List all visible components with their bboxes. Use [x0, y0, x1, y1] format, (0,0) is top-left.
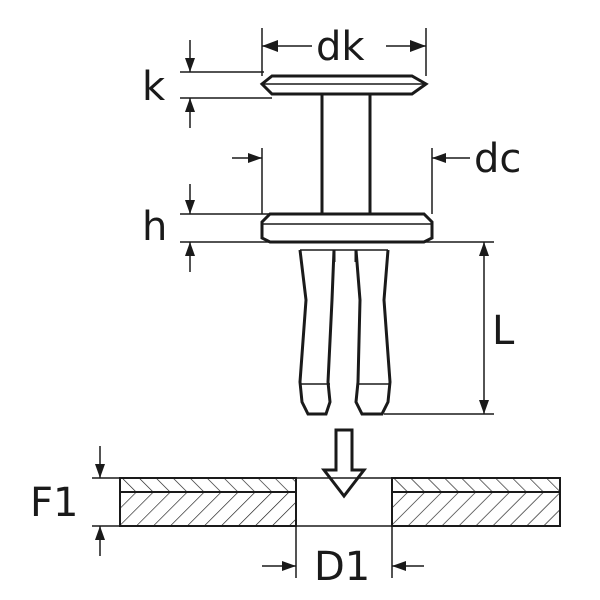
dimension-F1 [92, 446, 120, 556]
panel-right-section [391, 477, 561, 527]
label-D1: D1 [314, 544, 370, 590]
label-dk: dk [316, 24, 365, 70]
dimension-dk [261, 28, 427, 76]
rivet-legs [298, 249, 392, 416]
label-F1: F1 [30, 480, 78, 526]
label-k: k [142, 64, 166, 110]
insert-direction-arrow [320, 428, 368, 499]
dimension-k [180, 40, 272, 128]
dimension-L [384, 241, 494, 415]
panel-left-section [119, 477, 297, 527]
label-h: h [142, 204, 167, 250]
dimension-D1 [262, 526, 424, 578]
rivet-pin [320, 94, 372, 214]
dimension-dc [232, 148, 470, 214]
panel-hole-edges [296, 477, 392, 527]
label-L: L [492, 308, 515, 354]
dimension-h [180, 184, 270, 272]
label-dc: dc [474, 136, 521, 182]
rivet-head [259, 74, 429, 96]
rivet-collar [260, 212, 434, 244]
